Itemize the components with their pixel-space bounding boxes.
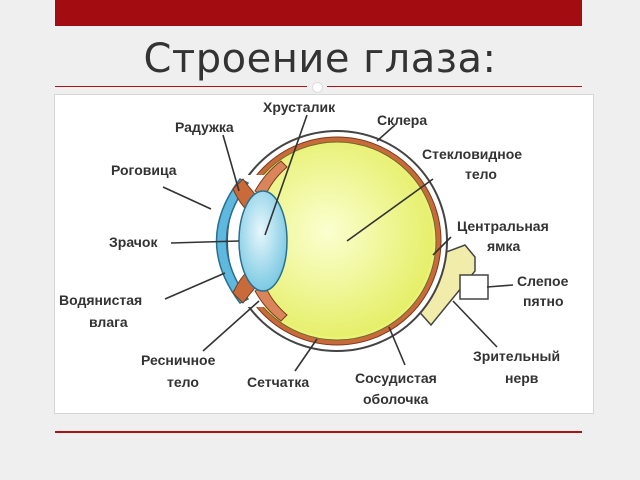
label-blind-spot-line1: Слепое xyxy=(517,273,569,289)
pointer-retina xyxy=(294,338,318,372)
label-fovea-line1: Центральная xyxy=(457,218,549,234)
label-retina: Сетчатка xyxy=(247,374,309,390)
pointer-cornea xyxy=(162,186,212,210)
label-fovea-line2: ямка xyxy=(487,238,521,254)
eye-diagram: Хрусталик Радужка Склера Стекловидное те… xyxy=(59,99,569,407)
pointer-optic-nerve xyxy=(452,300,498,348)
pointer-lens xyxy=(264,114,308,236)
pointer-aqueous xyxy=(164,272,226,300)
label-aqueous-line1: Водянистая xyxy=(59,292,142,308)
pointer-lines xyxy=(162,114,514,372)
top-accent-bar xyxy=(55,0,582,26)
label-vitreous-line1: Стекловидное xyxy=(422,146,522,162)
label-lens: Хрусталик xyxy=(263,99,336,115)
label-ciliary-line1: Ресничное xyxy=(141,352,216,368)
lens-shape xyxy=(238,190,288,292)
bottom-rule xyxy=(55,431,582,433)
title-rule-right xyxy=(327,86,582,87)
ciliary-body-upper-shape xyxy=(254,160,288,198)
label-optic-nerve-line1: Зрительный xyxy=(473,348,560,364)
pointer-iris xyxy=(222,134,240,192)
pointer-blind-spot xyxy=(486,284,514,288)
slide-title: Строение глаза: xyxy=(143,36,497,82)
pointer-ciliary xyxy=(202,300,260,352)
label-aqueous-line2: влага xyxy=(89,314,128,330)
pointer-pupil xyxy=(170,240,240,244)
ciliary-body-shape xyxy=(254,284,288,322)
pointer-sclera xyxy=(376,124,396,142)
vitreous-body-shape xyxy=(241,145,433,337)
label-cornea: Роговица xyxy=(111,162,177,178)
pointer-fovea xyxy=(432,236,452,256)
label-pupil: Зрачок xyxy=(109,234,158,250)
label-choroid-line2: оболочка xyxy=(363,391,428,407)
label-ciliary-line2: тело xyxy=(167,374,199,390)
pointer-choroid xyxy=(388,326,406,366)
blind-spot-box xyxy=(459,274,489,300)
label-iris: Радужка xyxy=(175,119,234,135)
title-rule-left xyxy=(55,86,307,87)
label-optic-nerve-line2: нерв xyxy=(505,370,539,386)
label-blind-spot-line2: пятно xyxy=(523,293,564,309)
label-sclera: Склера xyxy=(377,112,427,128)
pointer-vitreous xyxy=(346,178,434,242)
title-dot xyxy=(312,82,323,93)
label-choroid-line1: Сосудистая xyxy=(355,370,437,386)
label-vitreous-line2: тело xyxy=(465,166,497,182)
eye-diagram-figure: Хрусталик Радужка Склера Стекловидное те… xyxy=(54,94,594,414)
